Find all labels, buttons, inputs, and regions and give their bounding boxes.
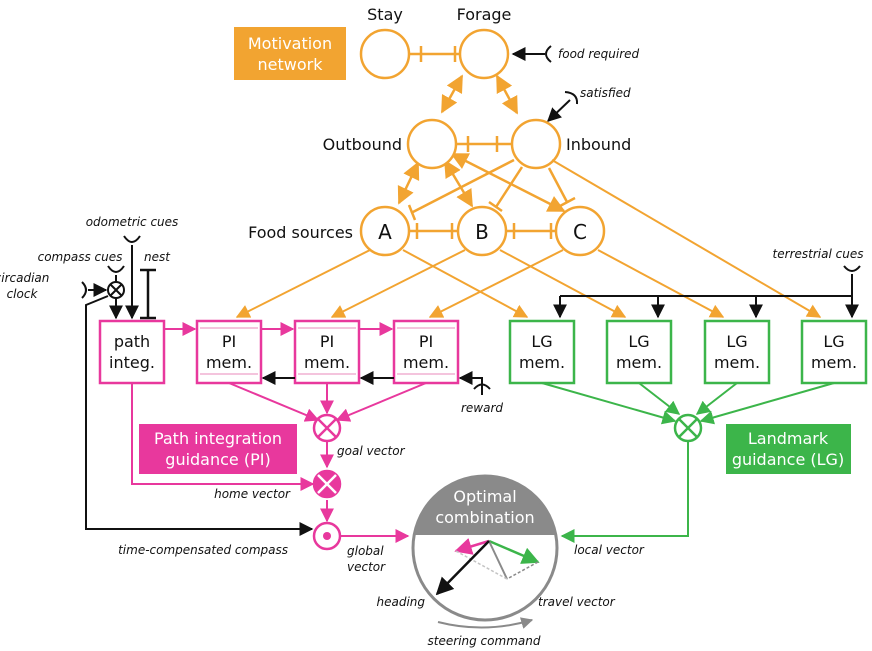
goal-vector-label: goal vector [337, 444, 406, 458]
food-required-label: food required [558, 47, 640, 61]
lg-mem-3-line2: mem. [714, 353, 760, 372]
pi-mem-3-line1: PI [419, 332, 433, 351]
time-compensated-compass-line [85, 295, 314, 536]
food-source-a-node [359, 205, 411, 257]
satisfied-arrow [546, 99, 571, 122]
reward-links [261, 371, 491, 395]
satisfied-receptor-icon [564, 91, 579, 105]
lg-memory-2-box [605, 319, 673, 385]
satisfied-label: satisfied [580, 86, 631, 100]
lg-mem-3-line1: LG [726, 332, 747, 351]
local-vector-label: local vector [574, 543, 645, 557]
motivation-network: Motivation network [234, 5, 640, 257]
lg-guidance-box [726, 424, 851, 474]
food-source-b-label: B [475, 220, 489, 244]
input-cues: odometric cues compass cues nest circadi… [0, 215, 314, 536]
stay-node [359, 28, 411, 80]
outbound-node [406, 118, 458, 170]
heading-vector-mark [435, 540, 490, 596]
time-compensated-compass-label: time-compensated compass [118, 543, 288, 557]
local-vector-mark [488, 539, 540, 564]
motivation-title-line2: network [258, 55, 324, 74]
heading-label: heading [376, 595, 425, 609]
food-required-receptor-icon [545, 45, 552, 63]
inbound-label: Inbound [566, 135, 631, 154]
pi-mem-1-line2: mem. [206, 353, 252, 372]
global-vector-line1: global [347, 544, 384, 558]
odometric-cues-label: odometric cues [86, 215, 179, 229]
stay-label: Stay [367, 5, 403, 24]
lg-mem-2-line2: mem. [616, 353, 662, 372]
path-integrator-box [98, 319, 166, 385]
steering-command-label: steering command [428, 634, 541, 648]
terrestrial-receptor-icon [843, 265, 861, 272]
global-vector-mark [454, 538, 490, 555]
pi-mem-2-line1: PI [320, 332, 334, 351]
combination-title-line1: Optimal [453, 487, 516, 506]
lg-memory-4-box [800, 319, 868, 385]
lg-mem-4-line1: LG [823, 332, 844, 351]
home-vector-label: home vector [214, 487, 291, 501]
path-integration: path integ. PI mem. PI mem. PI mem. rewa… [98, 319, 503, 574]
pi-mem-2-line2: mem. [304, 353, 350, 372]
outbound-label: Outbound [323, 135, 402, 154]
forage-label: Forage [457, 5, 512, 24]
compass-cues-label: compass cues [38, 250, 123, 264]
travel-vector-mark [488, 540, 508, 580]
lg-memory-1-box [508, 319, 576, 385]
motivation-network-box [234, 27, 346, 80]
circadian-receptor-icon [81, 281, 87, 299]
forage-node [458, 28, 510, 80]
excitatory-links [397, 74, 566, 213]
lg-guidance-line2: guidance (LG) [732, 450, 844, 469]
combination-title-line2: combination [435, 508, 534, 527]
food-source-c-label: C [573, 220, 587, 244]
nest-label: nest [144, 250, 171, 264]
food-source-a-label: A [378, 220, 392, 244]
circadian-clock-line2: clock [7, 287, 39, 301]
pi-guidance-line2: guidance (PI) [165, 450, 270, 469]
inbound-node [510, 118, 562, 170]
lg-mem-4-line2: mem. [811, 353, 857, 372]
compass-receptor-icon [107, 265, 125, 273]
travel-vector-label: travel vector [538, 595, 616, 609]
path-integ-line2: integ. [109, 353, 155, 372]
lg-mem-2-line1: LG [628, 332, 649, 351]
landmark-guidance: terrestrial cues LG mem. LG mem. LG mem.… [508, 247, 868, 557]
lg-mem-1-line1: LG [531, 332, 552, 351]
lg-memory-3-box [703, 319, 771, 385]
motivation-title-line1: Motivation [248, 34, 332, 53]
lg-guidance-line1: Landmark [748, 429, 829, 448]
pi-memory-dividers [200, 327, 455, 375]
optimal-combination: Optimal combination heading travel vecto… [376, 474, 616, 648]
circadian-clock-line1: circadian [0, 271, 49, 285]
odometric-receptor-icon [123, 235, 141, 243]
reward-label: reward [461, 401, 503, 415]
combination-circle [411, 474, 559, 622]
pi-guidance-line1: Path integration [154, 429, 282, 448]
pi-guidance-box [139, 424, 297, 474]
motivation-to-memory-links [235, 159, 822, 318]
lg-mem-1-line2: mem. [519, 353, 565, 372]
food-source-c-node [554, 205, 606, 257]
path-integ-line1: path [114, 332, 150, 351]
steering-arrow-icon [437, 617, 534, 629]
global-vector-line2: vector [347, 560, 386, 574]
food-sources-label: Food sources [248, 223, 353, 242]
food-source-b-node [456, 205, 508, 257]
pi-mem-1-line1: PI [222, 332, 236, 351]
terrestrial-cues-label: terrestrial cues [773, 247, 864, 261]
pi-mem-3-line2: mem. [403, 353, 449, 372]
